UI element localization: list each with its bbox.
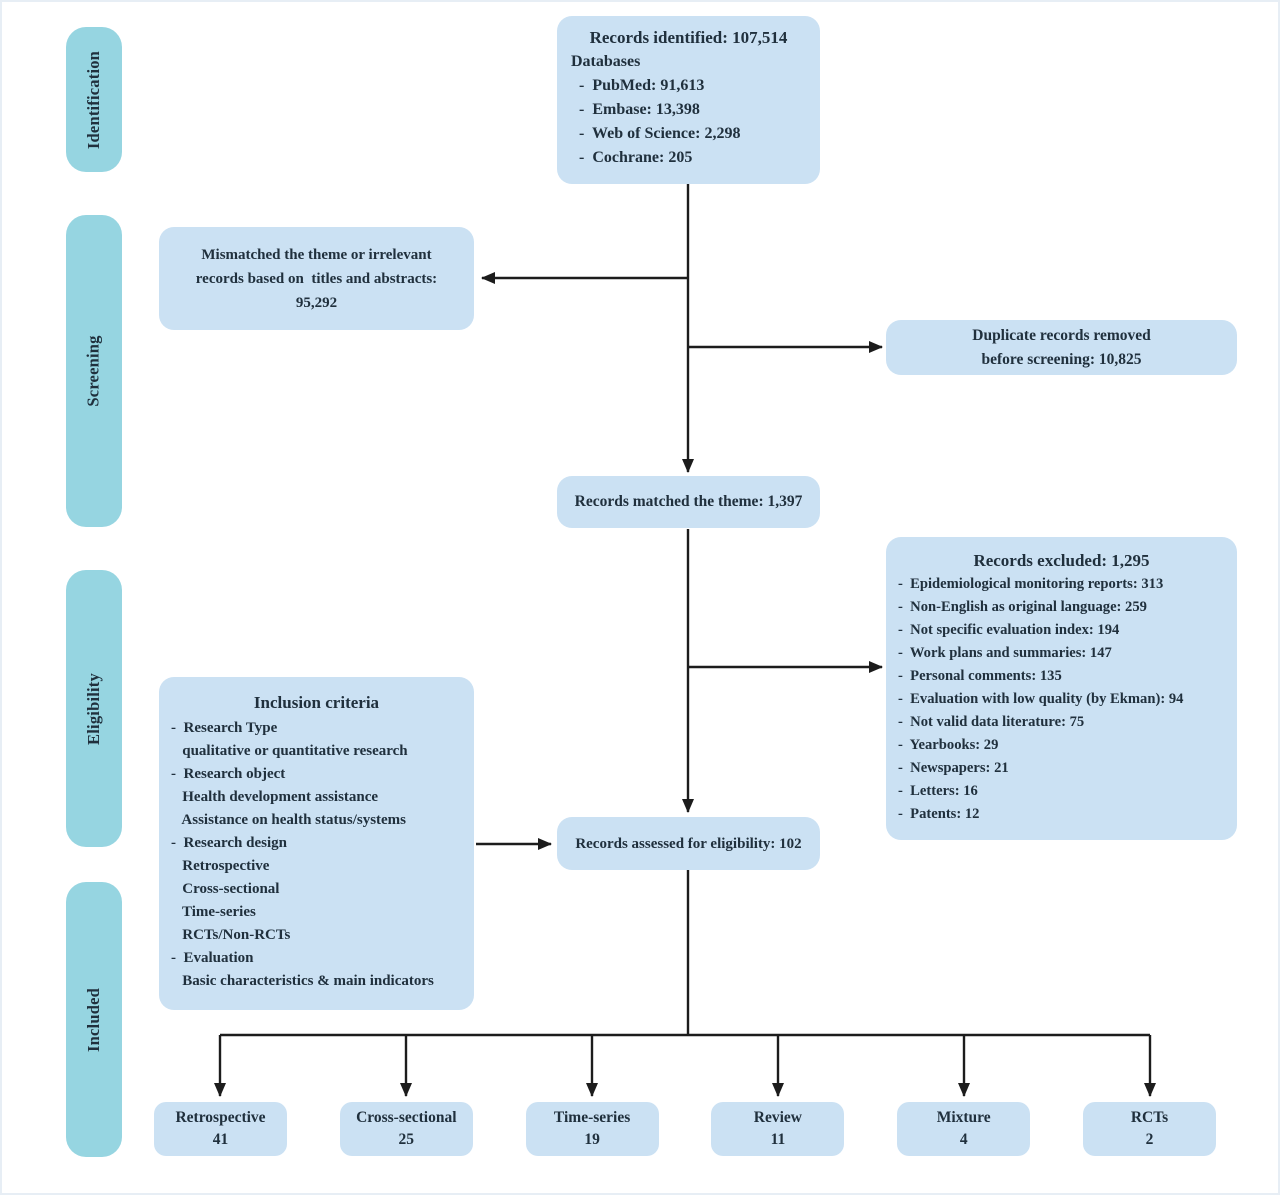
outcome-label: Cross-sectional (356, 1109, 457, 1126)
identified-database-item: - Cochrane: 205 (579, 149, 693, 166)
outcome-box: Review 11 (711, 1102, 845, 1156)
stage-screening: Screening (66, 215, 122, 527)
outcome-label: RCTs (1130, 1109, 1169, 1126)
records-matched-label: Records matched the theme: 1,397 (574, 493, 803, 510)
stage-eligibility: Eligibility (66, 570, 122, 847)
duplicate-records-line: before screening: 10,825 (981, 350, 1142, 368)
mismatched-records-line: records based on titles and abstracts: (195, 270, 438, 287)
mismatched-records-line: Mismatched the theme or irrelevant (201, 246, 432, 263)
identified-database-item: - Web of Science: 2,298 (579, 125, 741, 142)
records-excluded-item: - Not specific evaluation index: 194 (898, 622, 1120, 638)
identified-databases-list: - PubMed: 91,613 - Embase: 13,398 - Web of… (571, 74, 806, 170)
records-excluded-item: - Personal comments: 135 (898, 668, 1062, 684)
outcome-box: Time-series 19 (525, 1102, 659, 1156)
records-matched-box: Records matched the theme: 1,397 (557, 476, 820, 528)
records-excluded-list: - Epidemiological monitoring reports: 31… (898, 573, 1225, 826)
outcome-count: 25 (398, 1131, 415, 1148)
mismatched-records-lines: Mismatched the theme or irrelevant record… (196, 243, 437, 315)
inclusion-criteria-box: Inclusion criteria - Research Type quali… (159, 677, 474, 1010)
outcome-box: RCTs 2 (1082, 1102, 1216, 1156)
records-assessed-box: Records assessed for eligibility: 102 (557, 817, 820, 870)
mismatched-records-box: Mismatched the theme or irrelevant record… (159, 227, 474, 330)
records-assessed-label: Records assessed for eligibility: 102 (575, 835, 802, 852)
inclusion-criteria-line: Retrospective (171, 858, 270, 874)
records-excluded-item: - Non-English as original language: 259 (898, 599, 1147, 615)
mismatched-records-line: 95,292 (295, 294, 338, 311)
outcome-count: 11 (770, 1131, 786, 1148)
outcome-box: Retrospective 41 (154, 1102, 287, 1156)
records-excluded-item: - Not valid data literature: 75 (898, 714, 1085, 730)
outcome-count: 2 (1145, 1131, 1154, 1148)
outcome-count: 4 (959, 1131, 968, 1148)
outcome-boxes: Retrospective 41 Cross-sectional 25 Time… (154, 1102, 1216, 1156)
inclusion-criteria-line: - Research object (171, 766, 286, 782)
inclusion-criteria-line: Health development assistance (171, 789, 379, 805)
stage-screening-label: Screening (84, 335, 104, 407)
outcome-label: Retrospective (175, 1109, 266, 1126)
stage-eligibility-label: Eligibility (84, 672, 104, 745)
outcome-count: 19 (584, 1131, 600, 1148)
inclusion-criteria-line: Assistance on health status/systems (171, 812, 407, 828)
records-identified-title: Records identified: 107,514 (589, 28, 788, 47)
records-excluded-item: - Letters: 16 (898, 783, 978, 799)
outcome-box: Cross-sectional 25 (339, 1102, 473, 1156)
stage-identification-label: Identification (84, 50, 104, 149)
inclusion-criteria-line: qualitative or quantitative research (171, 743, 408, 759)
identified-database-item: - Embase: 13,398 (579, 101, 700, 118)
records-excluded-item: - Yearbooks: 29 (898, 737, 999, 753)
records-identified-subtitle: Databases (571, 53, 641, 70)
inclusion-criteria-line: RCTs/Non-RCTs (171, 927, 291, 943)
inclusion-criteria-line: - Research Type (171, 720, 278, 736)
records-excluded-item: - Evaluation with low quality (by Ekman)… (898, 691, 1184, 707)
stage-included-label: Included (84, 987, 103, 1052)
duplicate-records-box: Duplicate records removed before screenin… (886, 320, 1237, 375)
inclusion-criteria-line: Time-series (171, 904, 256, 920)
outcome-label: Time-series (553, 1109, 631, 1126)
outcome-count: 41 (212, 1131, 229, 1148)
inclusion-criteria-line: - Research design (171, 835, 287, 851)
records-identified-box: Records identified: 107,514 Databases - … (557, 16, 820, 184)
records-excluded-item: - Newspapers: 21 (898, 760, 1009, 776)
duplicate-records-line: Duplicate records removed (972, 326, 1151, 344)
records-excluded-item: - Work plans and summaries: 147 (898, 645, 1112, 661)
stage-identification: Identification (66, 27, 122, 172)
inclusion-criteria-line: - Evaluation (171, 950, 254, 966)
outcome-box: Mixture 4 (897, 1102, 1031, 1156)
records-excluded-item: - Patents: 12 (898, 806, 980, 822)
records-excluded-title: Records excluded: 1,295 (973, 551, 1150, 570)
outcome-label: Mixture (936, 1109, 991, 1126)
outcome-label: Review (753, 1109, 802, 1126)
identified-database-item: - PubMed: 91,613 (579, 77, 705, 94)
records-excluded-item: - Epidemiological monitoring reports: 31… (898, 576, 1164, 592)
inclusion-criteria-title: Inclusion criteria (253, 693, 380, 712)
duplicate-records-lines: Duplicate records removed before screenin… (972, 324, 1151, 372)
records-excluded-box: Records excluded: 1,295 - Epidemiologica… (886, 537, 1237, 840)
inclusion-criteria-list: - Research Type qualitative or quantitat… (171, 717, 462, 993)
stage-included: Included (66, 882, 122, 1157)
inclusion-criteria-line: Basic characteristics & main indicators (171, 973, 434, 989)
inclusion-criteria-line: Cross-sectional (171, 881, 280, 897)
